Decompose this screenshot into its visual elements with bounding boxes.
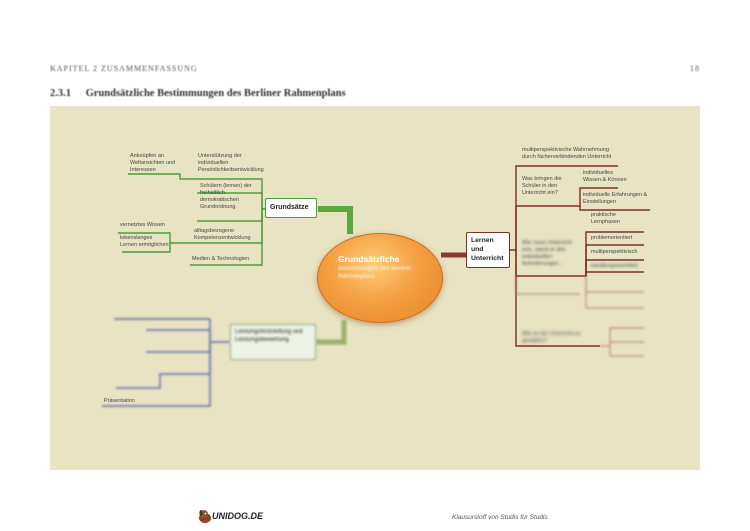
- einbringen-sub-erfahrungen: individuelle Erfahrungen & Einstellungen: [583, 192, 648, 205]
- grundsaetze-item-medien: Medien & Technologien: [192, 256, 250, 262]
- unterricht-sub-multi: multiperspektivisch: [591, 249, 638, 255]
- section-number: 2.3.1: [50, 88, 71, 99]
- section-heading: Grundsätzliche Bestimmungen des Berliner…: [85, 88, 346, 99]
- grundsaetze-item-persoenlichkeit: Unterstützung der individuellen Persönli…: [198, 153, 264, 173]
- footer-credit: Klausurstoff von Studis für Studis: [452, 514, 548, 521]
- leistung-node: Leistungsfeststellung und Leistungsbewer…: [230, 324, 316, 360]
- lernen-unterricht-node: Lernen und Unterricht: [466, 232, 510, 268]
- unterricht-sub-handlung: handlungsorientiert: [591, 263, 638, 269]
- grundsaetze-sub-lernen: lebenslanges Lernen ermöglichen: [120, 235, 169, 248]
- chapter-heading: KAPITEL 2 ZUSAMMENFASSUNG: [50, 64, 198, 73]
- mindmap-connectors: [102, 165, 650, 407]
- page-header: KAPITEL 2 ZUSAMMENFASSUNG 18: [50, 64, 700, 78]
- central-topic: Grundsätzliche Bestimmungen des Berliner…: [317, 233, 443, 323]
- unterricht-sub-lernphasen: praktische Lernphasen: [591, 212, 621, 225]
- leistung-item-praesentation: Präsentation: [104, 398, 135, 404]
- grundsaetze-item-kompetenz: alltagsbezogene Kompetenzentwicklung: [194, 228, 251, 241]
- section-title: 2.3.1 Grundsätzliche Bestimmungen des Be…: [50, 88, 346, 99]
- mindmap: Grundsätzliche Bestimmungen des Berliner…: [50, 106, 700, 470]
- lernen-item-einbringen: Was bringen die Schüler in den Unterrich…: [522, 176, 562, 196]
- unidog-brand: UNIDOG.DE: [212, 511, 264, 521]
- grundsaetze-sub-interessen: Anknüpfen an Weltansichten und Interesse…: [130, 153, 176, 173]
- lernen-item-wahrnehmung: multiperspektivische Wahrnehmung durch f…: [522, 147, 612, 160]
- grundsaetze-node: Grundsätze: [265, 198, 317, 218]
- central-topic-subtitle: Bestimmungen des Berliner Rahmenplans: [338, 266, 412, 280]
- grundsaetze-item-grundordnung: Schülern (lernen) der freiheitlich demok…: [200, 183, 252, 210]
- page-number: 18: [690, 64, 700, 73]
- einbringen-sub-wissen: individuelles Wissen & Können: [583, 170, 627, 183]
- lernen-item-gestaltung: Wie ist der Unterricht zu gestalten?: [522, 331, 581, 344]
- unterricht-sub-problem: problemorientiert: [591, 235, 633, 241]
- dog-icon: [199, 510, 211, 523]
- grundsaetze-sub-wissen: vernetztes Wissen: [120, 222, 165, 228]
- central-topic-title: Grundsätzliche: [338, 254, 400, 264]
- lernen-item-anforderungen: Wie muss Unterricht sein, damit er den i…: [522, 240, 572, 267]
